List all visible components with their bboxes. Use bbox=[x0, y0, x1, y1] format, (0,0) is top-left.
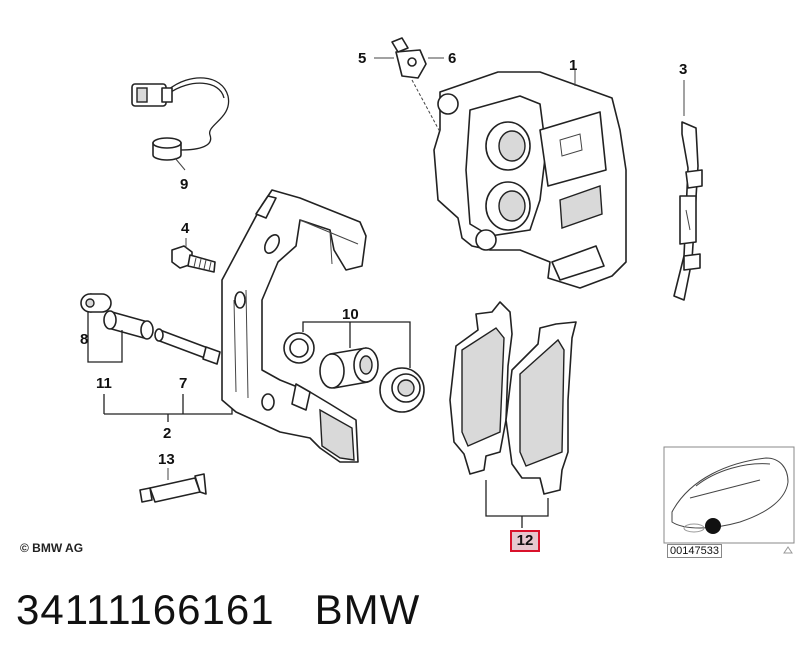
brand-name: BMW bbox=[314, 586, 421, 633]
label-12-highlighted[interactable]: 12 bbox=[510, 530, 540, 552]
caliper-housing-part-1 bbox=[433, 71, 627, 289]
dust-boot-part-10 bbox=[379, 367, 425, 413]
caliper-bracket-part-2 bbox=[221, 189, 367, 463]
part-number: 34111166161 bbox=[16, 586, 275, 633]
footer-caption: 34111166161 BMW bbox=[16, 586, 420, 634]
label-3: 3 bbox=[679, 61, 687, 78]
label-5: 5 bbox=[358, 50, 366, 67]
spring-clip-part-3 bbox=[673, 121, 703, 301]
corner-triangle-icon bbox=[783, 546, 793, 554]
piston-part-10 bbox=[319, 347, 379, 389]
brake-pad-set-part-12 bbox=[449, 301, 577, 495]
label-7: 7 bbox=[179, 375, 187, 392]
label-8: 8 bbox=[80, 331, 88, 348]
label-11: 11 bbox=[96, 375, 112, 392]
label-9: 9 bbox=[180, 176, 188, 193]
label-1: 1 bbox=[569, 57, 577, 74]
location-marker-icon bbox=[705, 518, 721, 534]
guide-pin-part-7 bbox=[154, 328, 221, 365]
vehicle-thumbnail bbox=[663, 446, 795, 544]
seal-ring-part-10 bbox=[283, 332, 315, 364]
wear-sensor-part-9 bbox=[131, 77, 230, 161]
bushing-part-8 bbox=[80, 293, 112, 313]
bleeder-valve-parts-5-6 bbox=[391, 37, 427, 79]
label-4: 4 bbox=[181, 220, 190, 237]
label-10: 10 bbox=[342, 306, 359, 323]
guide-sleeve-part-11 bbox=[103, 310, 154, 340]
grease-tube-part-13 bbox=[139, 473, 207, 503]
label-2: 2 bbox=[163, 425, 171, 442]
bolt-part-4 bbox=[171, 245, 216, 273]
copyright-notice: © BMW AG bbox=[20, 541, 84, 555]
thumbnail-code: 00147533 bbox=[667, 544, 722, 558]
label-13: 13 bbox=[158, 451, 175, 468]
label-6: 6 bbox=[448, 50, 456, 67]
